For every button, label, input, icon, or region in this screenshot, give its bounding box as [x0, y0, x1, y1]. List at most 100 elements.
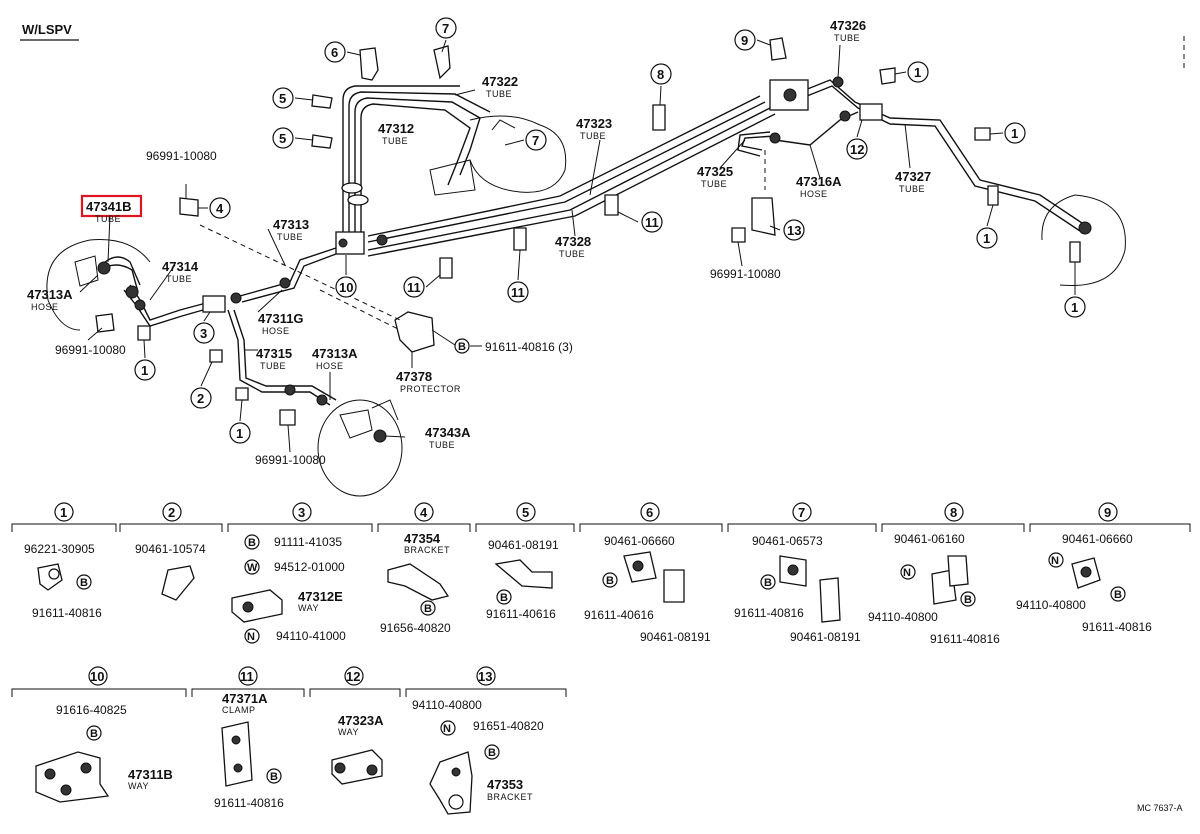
callout-c1a[interactable]: 1: [907, 61, 929, 83]
callout-c6a[interactable]: 6: [324, 41, 346, 63]
part-number: 47313A: [312, 346, 358, 361]
part-type: HOSE: [262, 326, 290, 336]
bolt-note-text: 91611-40816 (3): [485, 340, 573, 354]
part-type: TUBE: [277, 232, 303, 242]
svg-text:B: B: [1114, 589, 1122, 601]
wheel-rear-left: [317, 399, 403, 497]
part-type: PROTECTOR: [400, 384, 461, 394]
svg-text:12: 12: [346, 669, 360, 684]
part-number: 47326: [830, 18, 866, 33]
callout-c11b[interactable]: 11: [403, 276, 425, 298]
callout-c7b[interactable]: 7: [525, 129, 547, 151]
ref-r1: 96991-10080: [146, 149, 217, 163]
part-number: 47314: [162, 259, 199, 274]
labels-layer: 47322TUBE47312TUBE47323TUBE47326TUBE4732…: [27, 18, 931, 450]
callout-c5b[interactable]: 5: [272, 127, 294, 149]
svg-text:91111-41035: 91111-41035: [274, 535, 342, 549]
legend-item-9: 9 90461-06660 N B 94110-40800 91611-4081…: [1016, 502, 1152, 634]
svg-text:B: B: [80, 577, 88, 589]
part-number: 47316A: [796, 174, 842, 189]
callout-c3a[interactable]: 3: [193, 322, 215, 344]
svg-text:91616-40825: 91616-40825: [56, 703, 127, 717]
svg-text:B: B: [90, 728, 98, 740]
svg-text:90461-06660: 90461-06660: [1062, 532, 1133, 546]
callout-c1f[interactable]: 1: [229, 422, 251, 444]
callout-c10a[interactable]: 10: [335, 276, 357, 298]
callout-c9a[interactable]: 9: [734, 29, 756, 51]
callout-c4a[interactable]: 4: [209, 197, 231, 219]
callout-number: 11: [511, 285, 525, 300]
part-number: 47313A: [27, 287, 73, 302]
callout-c1b[interactable]: 1: [1004, 122, 1026, 144]
callout-c11a[interactable]: 11: [641, 211, 663, 233]
callout-circle: [641, 211, 663, 233]
svg-text:N: N: [903, 567, 911, 579]
callout-c5a[interactable]: 5: [272, 87, 294, 109]
callout-number: 2: [197, 391, 204, 406]
svg-text:B: B: [270, 771, 278, 783]
callout-number: 1: [914, 65, 921, 80]
bolt-symbol: [454, 338, 470, 354]
callout-number: 6: [331, 45, 338, 60]
drawing-reference: MC 7637-A: [1137, 803, 1183, 813]
legend-item-12: 12 47323A WAY: [331, 666, 384, 785]
legend-item-13: 13 94110-40800 N 91651-40820 B 47353 BRA…: [412, 666, 544, 815]
callout-c12a[interactable]: 12: [846, 138, 868, 160]
part-type: HOSE: [316, 361, 344, 371]
callout-circle: [190, 387, 212, 409]
part-type: TUBE: [580, 131, 606, 141]
callout-c13a[interactable]: 13: [783, 219, 805, 241]
svg-text:90461-06573: 90461-06573: [752, 534, 823, 548]
highlight-box[interactable]: [80, 194, 143, 218]
callout-c1d[interactable]: 1: [1064, 296, 1086, 318]
callout-c1e[interactable]: 1: [134, 359, 156, 381]
legend-item-7: 7 90461-06573 B 91611-40816 90461-08191: [734, 502, 861, 644]
svg-text:N: N: [247, 631, 255, 643]
svg-text:3: 3: [298, 505, 305, 520]
svg-text:10: 10: [90, 669, 104, 684]
callout-number: 1: [1071, 300, 1078, 315]
clips: [95, 37, 1081, 426]
callout-number: 1: [141, 363, 148, 378]
callout-c11c[interactable]: 11: [507, 281, 529, 303]
part-type: HOSE: [31, 302, 59, 312]
callout-c8a[interactable]: 8: [650, 63, 672, 85]
part-number: 47343A: [425, 425, 471, 440]
callout-c7a[interactable]: 7: [435, 17, 457, 39]
svg-text:B: B: [606, 575, 614, 587]
legend-item-11: 11 47371A CLAMP B 91611-40816: [214, 666, 284, 810]
master-cylinder: [429, 115, 567, 196]
protector-47378: [199, 224, 456, 368]
callout-number: 9: [741, 33, 748, 48]
part-number: 47311G: [258, 311, 304, 326]
svg-text:9: 9: [1104, 505, 1111, 520]
ref-r3: 96991-10080: [55, 343, 126, 357]
callout-c1c[interactable]: 1: [976, 227, 998, 249]
callout-circle: [209, 197, 231, 219]
callout-c2a[interactable]: 2: [190, 387, 212, 409]
svg-text:BRACKET: BRACKET: [404, 545, 450, 555]
callout-circle: [272, 87, 294, 109]
svg-text:96221-30905: 96221-30905: [24, 542, 95, 556]
part-type: TUBE: [834, 33, 860, 43]
svg-text:6: 6: [646, 505, 653, 520]
callout-circle: [976, 227, 998, 249]
callout-number: 11: [645, 215, 659, 230]
